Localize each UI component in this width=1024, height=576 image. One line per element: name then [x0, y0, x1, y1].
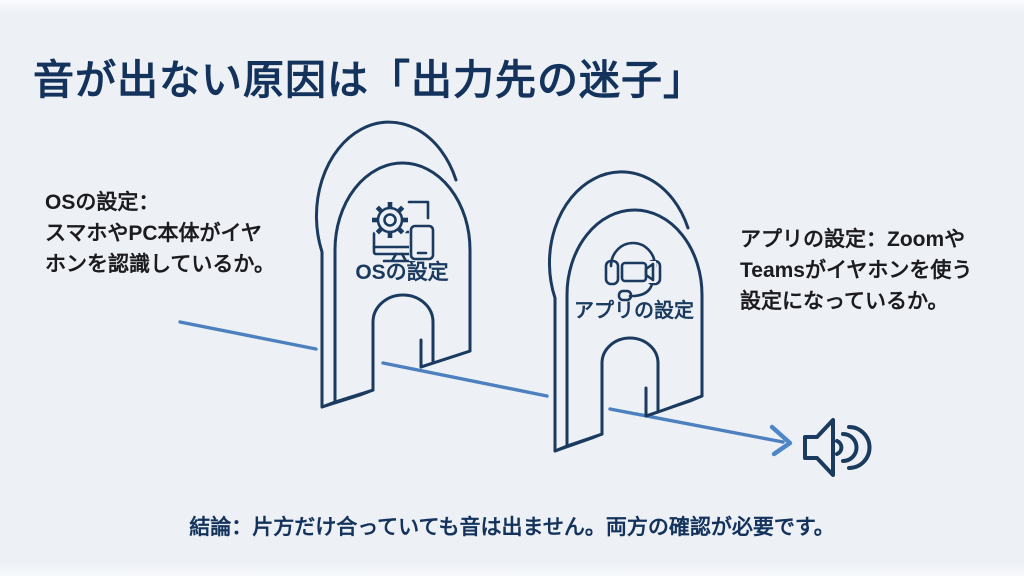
smartphone-icon	[409, 224, 435, 261]
os-gate-shape	[314, 120, 472, 409]
app-settings-icon	[604, 241, 662, 302]
mic-boom	[628, 282, 654, 298]
os-settings-icon	[370, 200, 435, 263]
arrow-right-icon	[769, 424, 793, 457]
app-note-text: アプリの設定：Zoomや Teamsがイヤホンを使う 設定になっているか。	[740, 228, 973, 313]
video-camera-icon	[620, 261, 656, 283]
connector-line	[407, 200, 430, 220]
gear-icon	[370, 200, 410, 240]
os-note-text: OSの設定： スマホやPC本体がイヤ ホンを認識しているか。	[45, 191, 275, 276]
signal-path-line	[178, 320, 785, 444]
gear-teeth	[372, 202, 408, 238]
speaker-volume-icon	[803, 418, 872, 477]
mic-icon	[617, 289, 633, 302]
app-gate-label: アプリの設定	[574, 300, 694, 322]
conclusion-text: 結論：片方だけ合っていても音は出ません。両方の確認が必要です。	[189, 516, 835, 539]
app-gate-shape	[548, 170, 704, 453]
os-gate-label: OSの設定	[355, 261, 449, 284]
slide-title: 音が出ない原因は「出力先の迷子」	[33, 57, 705, 103]
